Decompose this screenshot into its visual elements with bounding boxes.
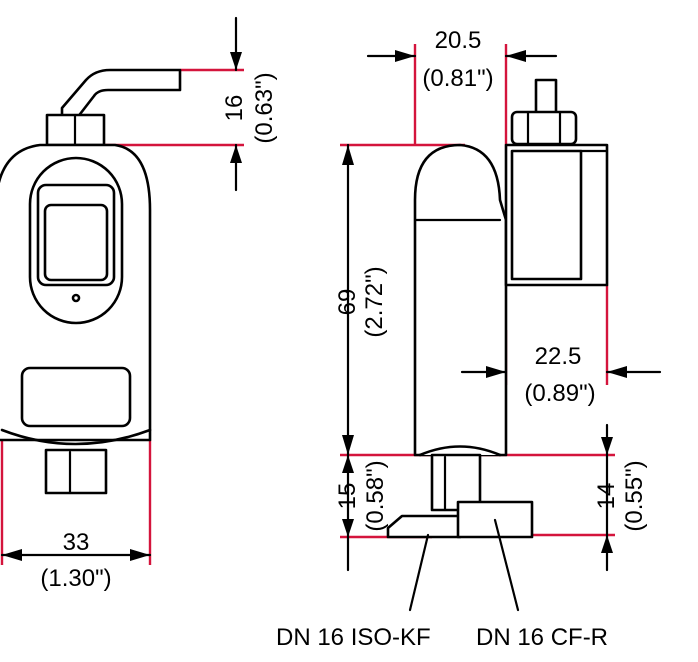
dim-side-height-inch: (2.72")	[361, 266, 388, 337]
front-display-inner	[43, 203, 109, 282]
side-view	[386, 78, 609, 612]
side-body	[413, 143, 508, 457]
dim-top-height-inch: (0.63")	[251, 72, 278, 143]
dim-side-right-offset-inch: (0.89")	[524, 380, 595, 407]
dim-flange-kf-height-mm: 15	[334, 483, 361, 510]
dim-top-height-mm: 16	[221, 95, 248, 122]
dimension-lines	[0, 16, 662, 572]
dim-side-top-width-inch: (0.81")	[422, 65, 493, 92]
front-view	[0, 68, 182, 495]
dim-front-width-mm: 33	[63, 529, 90, 556]
dim-side-top-width-mm: 20.5	[435, 27, 482, 54]
side-neck	[418, 445, 502, 457]
dim-side-height-mm: 69	[334, 289, 361, 316]
side-connector-box	[504, 143, 609, 287]
dim-flange-cf-height-inch: (0.55")	[621, 460, 648, 531]
dim-side-right-offset-mm: 22.5	[535, 343, 582, 370]
side-kf-flange	[386, 514, 462, 539]
front-label-window	[20, 366, 132, 428]
label-flange-cf: DN 16 CF-R	[476, 624, 608, 651]
dim-front-width-inch: (1.30")	[40, 565, 111, 592]
front-screw-dot	[71, 293, 81, 303]
front-flange-stub	[44, 448, 108, 495]
dim-flange-cf-height-mm: 14	[593, 483, 620, 510]
flange-labels: DN 16 ISO-KF DN 16 CF-R	[276, 624, 608, 651]
dim-flange-kf-height-inch: (0.58")	[362, 460, 389, 531]
side-hex-nut	[510, 110, 578, 146]
label-flange-kf: DN 16 ISO-KF	[276, 624, 431, 651]
side-bolt	[534, 78, 558, 115]
elbow-tube	[60, 68, 182, 120]
dimension-text: 16 (0.63") 33 (1.30") 20.5 (0.81") 69 (2…	[40, 27, 648, 592]
